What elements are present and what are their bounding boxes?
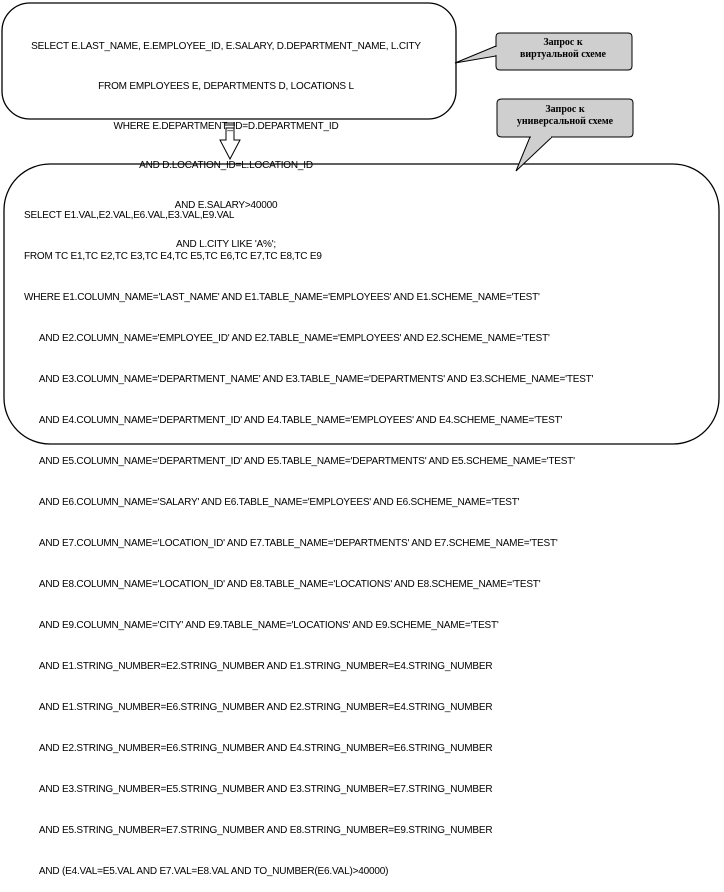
virtual-query-line: AND L.CITY LIKE 'A%'; [175,239,277,251]
diagram-frame [1,2,720,445]
virtual-query-text: SELECT E.LAST_NAME, E.EMPLOYEE_ID, E.SAL… [12,14,440,265]
callout-line: виртуальной схеме [520,49,606,60]
universal-query-line: SELECT E1.VAL,E2.VAL,E6.VAL,E3.VAL,E9.VA… [24,210,235,222]
universal-query-line: AND (E4.VAL=E5.VAL AND E7.VAL=E8.VAL AND… [24,865,389,877]
virtual-callout-label: Запрос к виртуальной схеме [498,37,628,61]
universal-query-line: AND E3.STRING_NUMBER=E5.STRING_NUMBER AN… [24,783,493,795]
universal-query-line: AND E5.COLUMN_NAME='DEPARTMENT_ID' AND E… [24,456,575,468]
universal-query-line: WHERE E1.COLUMN_NAME='LAST_NAME' AND E1.… [24,292,540,304]
callout-line: Запрос к [545,104,585,115]
universal-query-line: FROM TC E1,TC E2,TC E3,TC E4,TC E5,TC E6… [24,251,322,263]
down-arrow-icon [219,122,241,161]
universal-query-line: AND E2.STRING_NUMBER=E6.STRING_NUMBER AN… [24,742,493,754]
universal-query-line: AND E2.COLUMN_NAME='EMPLOYEE_ID' AND E2.… [24,333,550,345]
callout-line: универсальной схеме [516,116,614,127]
universal-query-line: AND E5.STRING_NUMBER=E7.STRING_NUMBER AN… [24,824,493,836]
callout-line: Запрос к [543,37,583,48]
universal-query-line: AND E3.COLUMN_NAME='DEPARTMENT_NAME' AND… [24,374,594,386]
universal-query-line: AND E7.COLUMN_NAME='LOCATION_ID' AND E7.… [24,538,558,550]
universal-schema-callout [496,98,634,172]
virtual-query-line: FROM EMPLOYEES E, DEPARTMENTS D, LOCATIO… [98,81,354,93]
universal-query-line: AND E1.STRING_NUMBER=E2.STRING_NUMBER AN… [24,660,493,672]
universal-query-line: AND E6.COLUMN_NAME='SALARY' AND E6.TABLE… [24,497,520,509]
universal-query-line: AND E9.COLUMN_NAME='CITY' AND E9.TABLE_N… [24,620,499,631]
virtual-schema-callout [454,32,633,71]
universal-query-box [3,163,720,445]
universal-query-line: AND E8.COLUMN_NAME='LOCATION_ID' AND E8.… [24,579,541,591]
virtual-query-box [1,2,457,120]
universal-callout-label: Запрос к универсальной схеме [499,104,631,128]
universal-query-line: AND E1.STRING_NUMBER=E6.STRING_NUMBER AN… [24,701,493,713]
virtual-query-line: AND E.SALARY>40000 [174,199,278,211]
universal-query-text: SELECT E1.VAL,E2.VAL,E6.VAL,E3.VAL,E9.VA… [24,182,593,892]
virtual-query-line: WHERE E.DEPARTMENT_ID=D.DEPARTMENT_ID [113,120,339,132]
virtual-query-line: AND D.LOCATION_ID=L.LOCATION_ID [139,160,313,172]
universal-query-line: AND E4.COLUMN_NAME='DEPARTMENT_ID' AND E… [24,415,563,427]
virtual-query-line: SELECT E.LAST_NAME, E.EMPLOYEE_ID, E.SAL… [31,41,421,53]
